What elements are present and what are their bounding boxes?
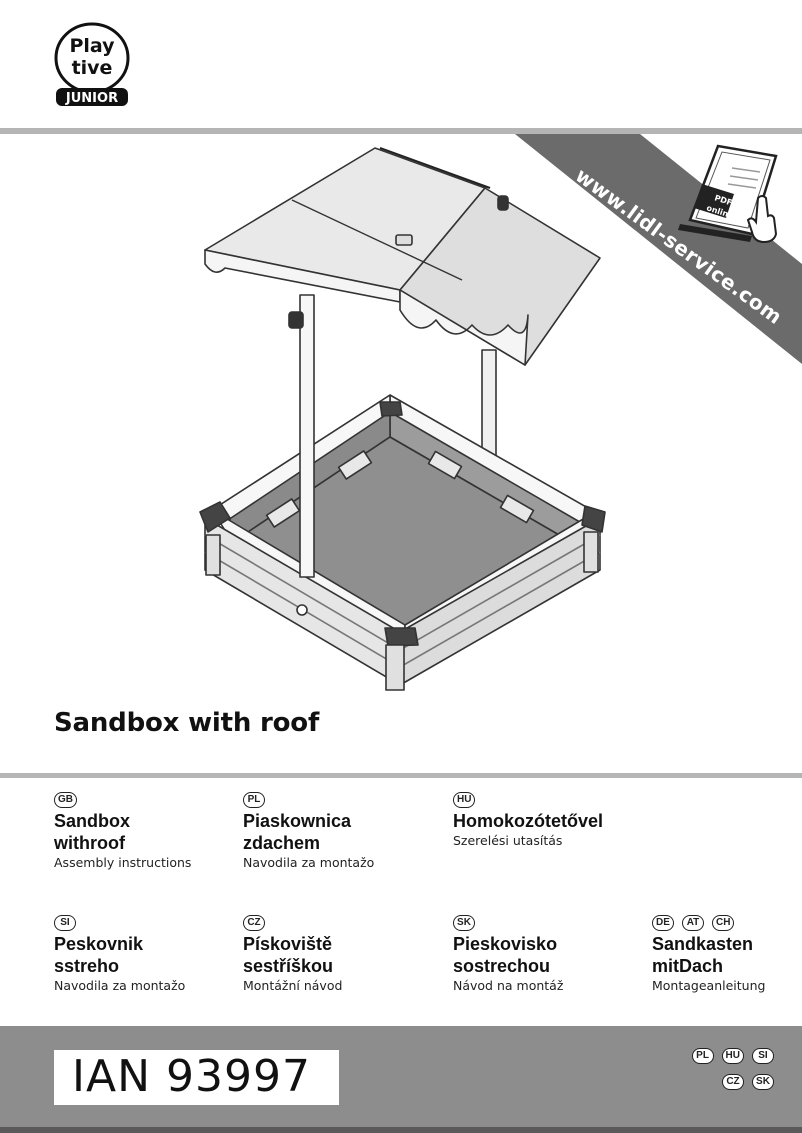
logo-line-2: tive (72, 57, 113, 79)
lang-title-line1: Sandkasten (652, 934, 754, 954)
country-badge-hu: HU (453, 792, 476, 808)
lang-title-line2: sostrechou (453, 956, 551, 976)
country-badge-sk: SK (453, 915, 475, 931)
lang-title-line2: sstreho (54, 956, 120, 976)
country-badge-gb: GB (54, 792, 77, 808)
bottom-rule (0, 1127, 802, 1133)
footer-badge-hu: HU (721, 1048, 744, 1064)
lang-title-line1: Homokozótetővel (453, 811, 604, 831)
lang-block-gb: GB Sandbox withroof Assembly instruction… (54, 792, 234, 872)
country-badge-ch: CH (712, 915, 735, 931)
ian-number: IAN 93997 (72, 1051, 311, 1102)
lang-title-line1: Pískoviště (243, 934, 333, 954)
lang-subtitle: Assembly instructions (54, 855, 192, 870)
lang-title-line2: sestříškou (243, 956, 334, 976)
lang-subtitle: Navodila za montažo (243, 855, 375, 870)
playtive-junior-logo: Play tive JUNIOR (54, 22, 130, 106)
lang-title-line1: Sandbox (54, 811, 131, 831)
lang-block-pl: PL Piaskownica zdachem Navodila za monta… (243, 792, 443, 872)
logo-line-1: Play (69, 35, 115, 57)
lang-title-line1: Pieskovisko (453, 934, 558, 954)
country-badge-cz: CZ (243, 915, 265, 931)
sandbox-illustration (199, 147, 606, 691)
lang-subtitle: Navodila za montažo (54, 978, 186, 993)
lang-block-sk: SK Pieskovisko sostrechou Návod na montá… (453, 915, 633, 995)
country-badge-de: DE (652, 915, 674, 931)
lang-subtitle: Montageanleitung (652, 978, 766, 993)
lang-subtitle: Montážní návod (243, 978, 343, 993)
lang-title-line1: Peskovnik (54, 934, 144, 954)
country-badge-si: SI (54, 915, 76, 931)
logo-line-3: JUNIOR (65, 91, 118, 106)
footer-badge-cz: CZ (722, 1074, 744, 1090)
lang-subtitle: Návod na montáž (453, 978, 564, 993)
lang-block-si: SI Peskovnik sstreho Navodila za montažo (54, 915, 234, 995)
lang-block-cz: CZ Pískoviště sestříškou Montážní návod (243, 915, 443, 995)
lang-subtitle: Szerelési utasítás (453, 833, 563, 848)
section-rule (0, 773, 802, 778)
lang-block-de-at-ch: DE AT CH Sandkasten mitDach Montageanlei… (652, 915, 792, 995)
country-badge-pl: PL (243, 792, 265, 808)
header-rule (0, 128, 802, 134)
lang-title-line2: zdachem (243, 833, 321, 853)
country-badge-at: AT (682, 915, 704, 931)
footer-badge-sk: SK (752, 1074, 774, 1090)
ian-box: IAN 93997 (54, 1050, 339, 1105)
footer-country-badges: PL HU SI CZ SK (634, 1048, 774, 1100)
product-title: Sandbox with roof (54, 708, 320, 738)
lang-title-line2: withroof (54, 833, 125, 853)
pdf-online-laptop-icon: PDF online (678, 144, 778, 244)
lang-title-line2: mitDach (652, 956, 724, 976)
footer-badge-si: SI (752, 1048, 774, 1064)
lang-title-line1: Piaskownica (243, 811, 352, 831)
lang-block-hu: HU Homokozótetővel Szerelési utasítás (453, 792, 683, 850)
footer-badge-pl: PL (691, 1048, 714, 1064)
